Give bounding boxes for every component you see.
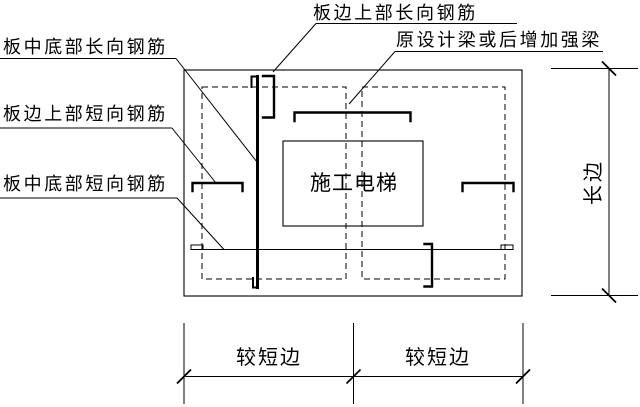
dim-tick: [345, 368, 362, 385]
leader-bottom-short-rebar: [176, 197, 225, 250]
dim-tick: [176, 368, 192, 385]
rebar-short-top-bracket-center: [293, 111, 412, 123]
leader-top-short-rebar: [171, 127, 217, 184]
dim-tick: [515, 368, 531, 385]
callout-top-long-rebar-label: 板边上部长向钢筋: [313, 3, 478, 24]
leader-beam: [348, 51, 396, 105]
dim-tick: [601, 60, 617, 77]
leader-bottom-long-rebar: [175, 58, 258, 163]
elevator-box: [282, 140, 424, 227]
callout-beam-label: 原设计梁或后增加强梁: [396, 30, 602, 51]
rebar-short-bottom-hook-right: [500, 244, 514, 250]
dim-label-short-side-left: 较短边: [236, 345, 302, 369]
rebar-long-bottom-hook-top: [250, 75, 258, 88]
callout-bottom-long-rebar-label: 板中底部长向钢筋: [3, 37, 168, 58]
rebar-short-top-bracket-left: [191, 181, 244, 193]
elevator-label: 施工电梯: [310, 171, 398, 195]
rebar-short-bottom-hook-left: [190, 244, 204, 250]
rebar-short-top-bracket-right: [461, 181, 515, 193]
beam-outline-right: [361, 86, 506, 280]
dim-label-long-side: 长边: [581, 159, 605, 205]
dim-tick: [601, 287, 617, 304]
leader-top-long-rebar: [272, 23, 317, 73]
callout-bottom-short-rebar-label: 板中底部短向钢筋: [3, 174, 168, 195]
rebar-long-bottom-hook-bottom: [252, 277, 258, 289]
rebar-long-top-bracket: [261, 74, 276, 119]
slab-outline: [183, 69, 523, 297]
rebar-bracket-bottom-right: [423, 242, 434, 288]
dim-label-short-side-right: 较短边: [405, 345, 471, 369]
callout-top-short-rebar-label: 板边上部短向钢筋: [3, 104, 168, 125]
